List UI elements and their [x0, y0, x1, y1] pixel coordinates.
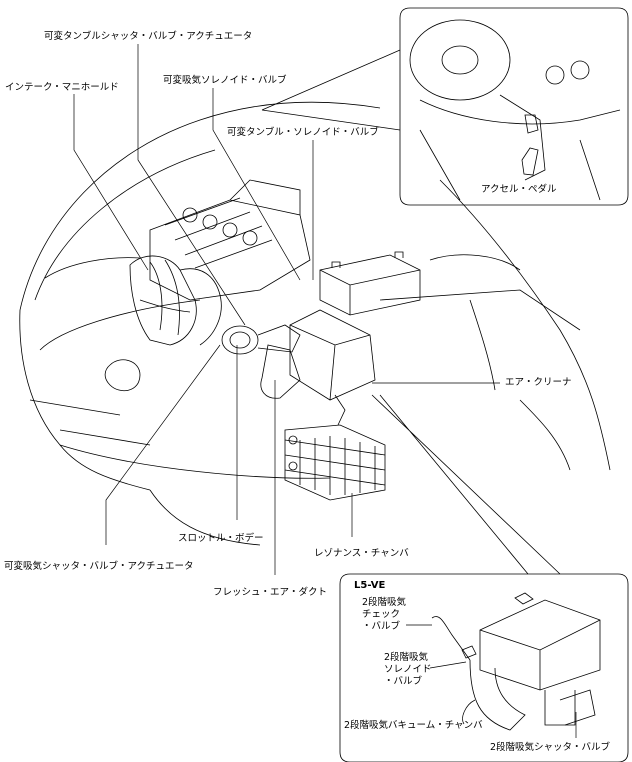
- label-two-stage-vacuum-chamber: 2段階吸気バキューム・チャンバ: [344, 720, 483, 731]
- label-throttle-body: スロットル・ボデー: [178, 533, 264, 544]
- label-variable-intake-shutter-valve-actuator: 可変吸気シャッタ・バルブ・アクチュエータ: [4, 561, 194, 572]
- label-two-stage-solenoid-valve: 2段階吸気 ソレノイド ・バルブ: [384, 652, 432, 687]
- leader-lines: [73, 44, 577, 738]
- label-variable-intake-solenoid-valve: 可変吸気ソレノイド・バルブ: [163, 75, 287, 86]
- cabin-inset: [261, 7, 629, 206]
- throttle-body: [221, 324, 301, 355]
- l5-ve-inset: [339, 394, 629, 762]
- label-air-cleaner: エア・クリーナ: [505, 377, 572, 388]
- resonance-chamber: [284, 424, 386, 501]
- label-variable-tumble-shutter-valve-actuator: 可変タンブルシャッタ・バルブ・アクチュエータ: [44, 31, 253, 42]
- car-body-outline: [19, 101, 611, 546]
- label-accelerator-pedal: アクセル・ペダル: [481, 184, 557, 195]
- label-two-stage-shutter-valve: 2段階吸気シャッタ・バルブ: [490, 742, 611, 753]
- label-two-stage-check-valve: 2段階吸気 チェック ・バルブ: [362, 597, 407, 632]
- air-cleaner: [260, 309, 376, 426]
- label-variable-tumble-solenoid-valve: 可変タンブル・ソレノイド・バルブ: [227, 127, 379, 138]
- engine-block: [149, 179, 311, 301]
- battery: [319, 251, 421, 316]
- label-intake-manifold: インテーク・マニホールド: [5, 82, 119, 93]
- label-fresh-air-duct: フレッシュ・エア・ダクト: [213, 587, 328, 598]
- label-resonance-chamber: レゾナンス・チャンバ: [314, 548, 409, 559]
- intake-manifold: [129, 255, 222, 346]
- inset-title: L5-VE: [354, 580, 386, 591]
